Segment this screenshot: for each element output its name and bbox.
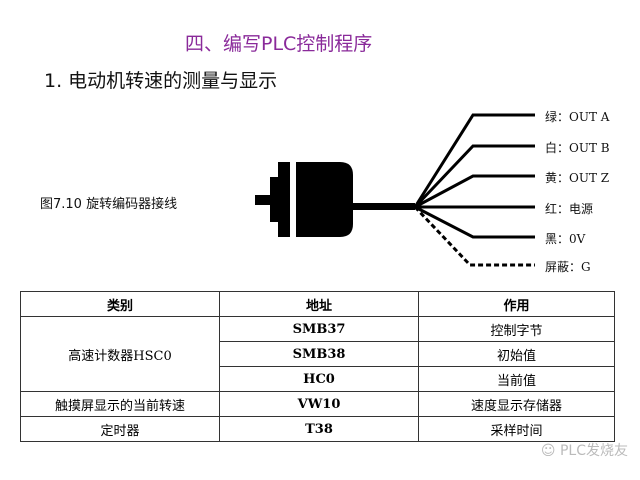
table-row: SMB38 初始值 [21,341,615,367]
table-row: 触摸屏显示的当前转速 VW10 速度显示存储器 [20,391,615,417]
watermark-text: PLC发烧友 [559,443,628,459]
watermark: ☺ PLC发烧友 [541,440,628,460]
table-row: 高速计数器HSC0 SMB37 控制字节 [20,316,615,392]
cell-address: T38 [219,416,419,442]
column-header: 作用 [418,291,615,317]
cell-category: 定时器 [20,416,220,442]
cell-function: 采样时间 [418,416,615,442]
figure-caption: 图7.10 旋转编码器接线 [40,197,178,212]
column-header: 地址 [219,291,419,317]
cell-function: 初始值 [418,341,615,367]
address-table: 类别 地址 作用 高速计数器HSC0 SMB37 控制字节 SMB38 初始值 … [20,291,615,442]
table-header: 类别 地址 作用 [20,291,615,317]
slide-title: 四、编写PLC控制程序 [185,33,373,55]
wire-out-a [413,113,535,208]
cell-function: 当前值 [418,366,615,392]
wire-0v [414,205,535,239]
cell-address: VW10 [219,391,419,417]
wire-label: 黄：OUT Z [545,171,610,185]
column-header: 类别 [20,291,220,317]
wire-out-b [413,144,535,209]
cell-category: 触摸屏显示的当前转速 [20,391,220,417]
rotary-encoder-icon [255,162,415,237]
wire-label: 屏蔽：G [545,260,591,274]
wire-label: 绿：OUT A [545,110,610,124]
cell-function: 控制字节 [418,316,615,342]
wechat-icon: ☺ [540,443,560,459]
wire-label: 黑：0V [545,232,586,246]
cell-category: 高速计数器HSC0 [20,316,220,392]
encoder-wiring-diagram [255,113,535,267]
cell-address: SMB38 [219,341,419,367]
wire-shield [413,205,535,267]
cell-address: HC0 [219,366,419,392]
cell-address: SMB37 [219,316,419,342]
wire-label: 红：电源 [545,202,594,216]
table-row: HC0 当前值 [21,366,615,392]
table-row: 定时器 T38 采样时间 [20,416,615,442]
section-heading: 1. 电动机转速的测量与显示 [44,70,278,92]
wire-label: 白：OUT B [545,141,610,155]
cell-function: 速度显示存储器 [418,391,615,417]
wire-out-z [414,174,535,209]
